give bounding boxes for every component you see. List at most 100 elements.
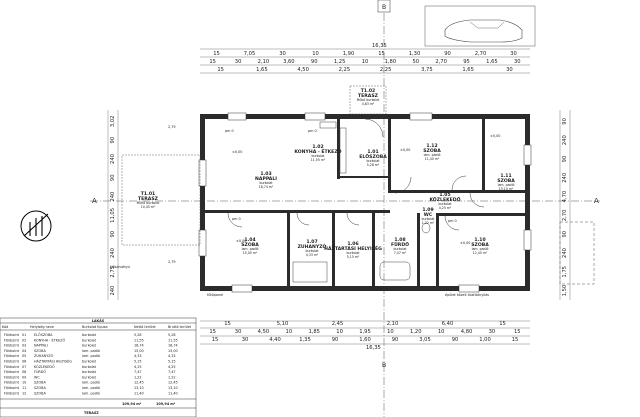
dimension-label: 1,50 [562,285,568,297]
dimension-label: 4,80 [461,329,473,335]
dimension-label: 90 [452,337,459,343]
dimension-label: 3,60 [283,59,295,65]
table-cell: lam. padló [82,381,100,385]
room-floor: burkolat [438,202,452,206]
table-cell: 06 [22,360,26,364]
table-cell: Földszint [4,333,20,337]
room-number: 1.04 [244,237,255,243]
table-cell: 4,25 [134,365,142,369]
table-cell: Földszint [4,386,20,390]
table-cell: 12,45 [168,381,178,385]
table-cell: SZOBA [34,391,46,395]
dimension-label: 240 [110,192,116,202]
dimension-label: 1,35 [299,337,311,343]
table-header-gross: Bruttó terület [168,325,192,329]
exterior-walls [200,114,530,291]
dimension-label: 15 [212,337,219,343]
dimension-label: 3,02 [110,116,116,128]
table-cell: 13,10 [168,386,178,390]
bathtub [379,261,411,281]
kitchen-counter [339,127,347,174]
table-cell: lam. padló [82,349,100,353]
room-name: FÜRDŐ [391,241,409,248]
table-cell: KÖZLEKEDŐ [34,364,55,369]
table-cell: ELŐSZOBA [34,332,53,337]
room-number: 1.05 [439,192,450,198]
dimension-label: 4,40 [269,337,281,343]
dimension-label: 30 [242,337,249,343]
pm-label-2: pm 0 [308,129,317,133]
dimension-label: 30 [279,51,286,57]
terrace-left-name: TERASZ [138,196,159,202]
table-cell: 18,74 [134,344,144,348]
room-area: 13,10 m² [499,187,514,191]
room-area: 5,15 m² [347,255,360,259]
dimension-label: 1,00 [479,337,491,343]
room-area: 4,33 m² [306,253,319,257]
dimension-label: 240 [562,173,568,183]
dimension-label: 2,70 [435,59,447,65]
level-marker-1: ±0,00 [232,150,242,154]
room-floor: burkolat [366,159,380,163]
table-cell: burkolat [82,365,97,369]
dimension-label: 10 [286,329,293,335]
dimension-label: 90 [562,118,568,125]
dimension-label: 30 [510,51,517,57]
room-name: SZOBA [497,178,515,184]
dimension-label: 50 [412,59,419,65]
table-cell: Földszint [4,349,20,353]
table-cell: 5,15 [134,360,142,364]
room-name: SZOBA [471,242,489,248]
table-cell: Földszint [4,375,20,379]
terrace-left-outline [121,154,201,246]
dimension-label: 1,30 [409,51,421,57]
room-area: 1,22 m² [422,221,435,225]
room-area: 15,00 m² [243,251,258,255]
dimension-label: 15 [213,51,220,57]
room-number: 1.08 [394,237,405,243]
dimension-label: 15 [512,337,519,343]
table-cell: 12,45 [134,381,144,385]
table-cell: 02 [22,338,26,342]
table-cell: 03 [22,344,26,348]
room-number: 1.11 [500,173,511,179]
room-number: 1.03 [260,171,271,177]
table-cell: 09 [22,375,26,379]
dimension-label: 30 [514,59,521,65]
table-total-net: 109,94 m² [122,402,142,406]
table-cell: burkolat [82,375,97,379]
section-label-a-left: A [92,197,97,205]
section-label-b-top: B [382,4,386,11]
room-area: 5,28 m² [367,163,380,167]
room-name: WC [424,212,433,218]
room-floor: lam. padló [472,247,489,251]
table-cell: Földszint [4,381,20,385]
dimension-label: 10 [336,329,343,335]
kitchen-sink [319,121,337,129]
dimension-label: 7,05 [244,51,256,57]
dimension-label: 2,70 [475,51,487,57]
table-cell: 12 [22,391,26,395]
table-cell: 08 [22,370,26,374]
table-cell: 5,28 [134,333,142,337]
dimension-label: 1,65 [462,67,474,73]
dimension-label: 95 [463,59,470,65]
room-floor: lam. padló [498,183,515,187]
dimension-label: 15 [209,329,216,335]
dimension-label: 10 [362,59,369,65]
right-annex-outline [559,221,595,285]
dimension-label: 90 [110,137,116,144]
dimension-label: 2,25 [339,67,351,73]
level-marker-4: ±0,00 [236,239,246,243]
table-cell: 04 [22,349,26,353]
top-dim-total: 16,35 [372,43,387,49]
level-marker-2: ±0,00 [400,148,410,152]
terrace-left-note: Műkő burkolat [137,201,160,205]
dimension-label: 15 [217,67,224,73]
room-floor: burkolat [311,154,325,158]
interior-walls [205,119,525,286]
bottom-dim-total: 16,35 [366,345,381,351]
